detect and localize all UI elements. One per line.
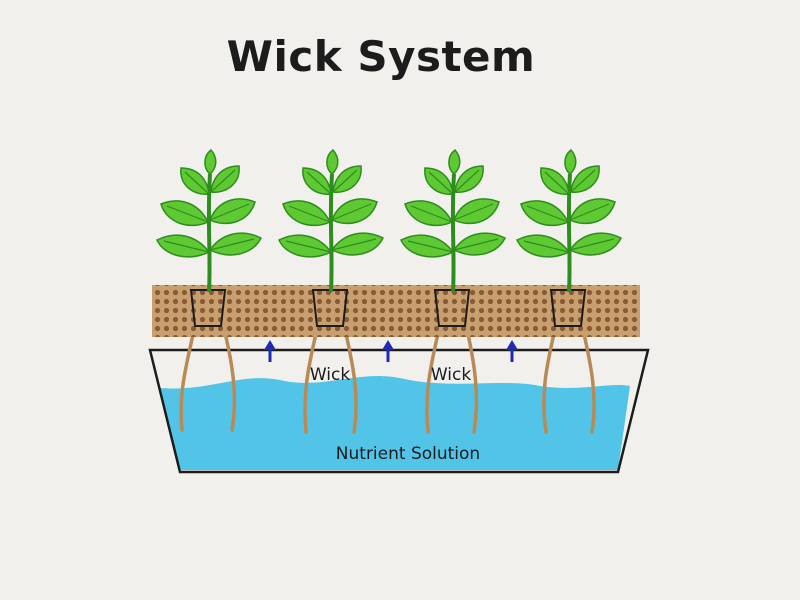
nutrient-solution-label: Nutrient Solution <box>336 444 480 464</box>
growing-medium-tray <box>152 285 640 337</box>
wick-label-left: Wick <box>310 365 351 385</box>
plant-icon <box>515 148 623 294</box>
plant-icon <box>399 148 507 294</box>
reservoir-tank <box>148 348 650 474</box>
nutrient-solution-water <box>160 376 630 470</box>
plant-icon <box>277 148 385 294</box>
plant-icon <box>155 148 263 294</box>
wick-label-right: Wick <box>431 365 472 385</box>
page-title: Wick System <box>226 32 536 81</box>
